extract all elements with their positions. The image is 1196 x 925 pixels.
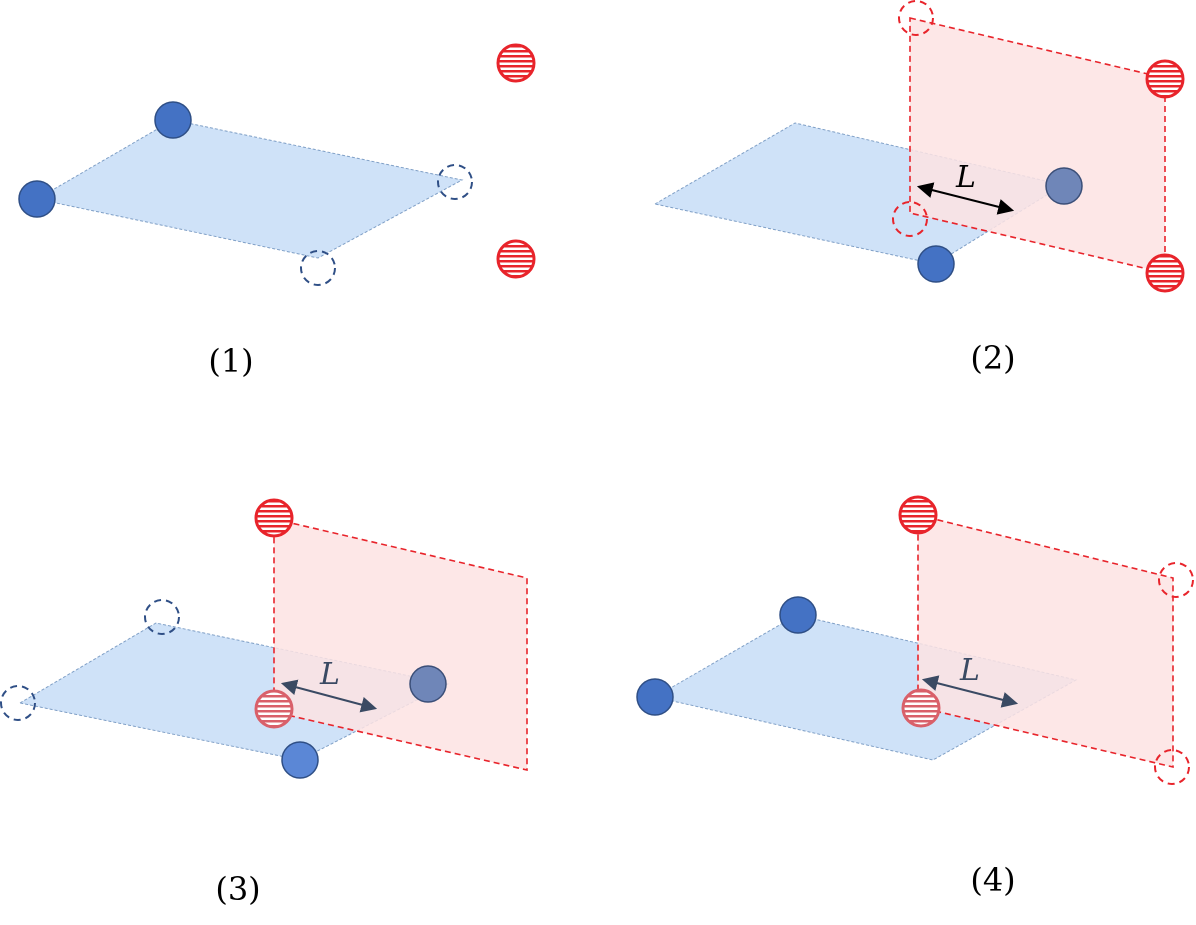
red-vacancy — [1158, 562, 1194, 598]
distance-arrow — [280, 679, 378, 713]
red-atom — [898, 495, 938, 535]
distance-arrow — [921, 675, 1019, 708]
red-atom — [1145, 59, 1185, 99]
panel-label: (2) — [970, 339, 1015, 377]
blue-atom — [409, 665, 447, 703]
blue-vacancy — [300, 250, 336, 286]
panel-2: L (2) — [653, 0, 1185, 377]
blue-atom — [779, 596, 817, 634]
blue-atom — [917, 245, 955, 283]
blue-atom — [1045, 167, 1083, 205]
distance-label: L — [955, 160, 976, 195]
red-vacancy — [892, 201, 928, 237]
panel-4: L (4) — [636, 495, 1194, 899]
blue-vacancy — [437, 164, 473, 200]
blue-vacancy — [0, 685, 36, 721]
blue-atom — [154, 101, 192, 139]
blue-plane — [35, 119, 464, 259]
red-atom — [254, 498, 294, 538]
red-atom — [496, 43, 536, 83]
distance-label: L — [319, 657, 340, 692]
distance-arrow — [916, 182, 1015, 215]
red-atom — [901, 688, 941, 728]
panel-label: (3) — [215, 870, 260, 908]
blue-atom — [18, 180, 56, 218]
distance-label: L — [959, 653, 980, 688]
blue-atom — [281, 741, 319, 779]
red-atom — [496, 239, 536, 279]
blue-vacancy — [144, 599, 180, 635]
blue-atom — [636, 678, 674, 716]
panel-label: (1) — [208, 342, 253, 380]
red-atom — [1145, 253, 1185, 293]
panel-label: (4) — [970, 861, 1015, 899]
panel-3: L (3) — [0, 498, 528, 908]
red-vacancy — [898, 0, 934, 36]
red-atom — [254, 689, 294, 729]
panel-1: (1) — [18, 43, 536, 380]
red-vacancy — [1154, 749, 1190, 785]
